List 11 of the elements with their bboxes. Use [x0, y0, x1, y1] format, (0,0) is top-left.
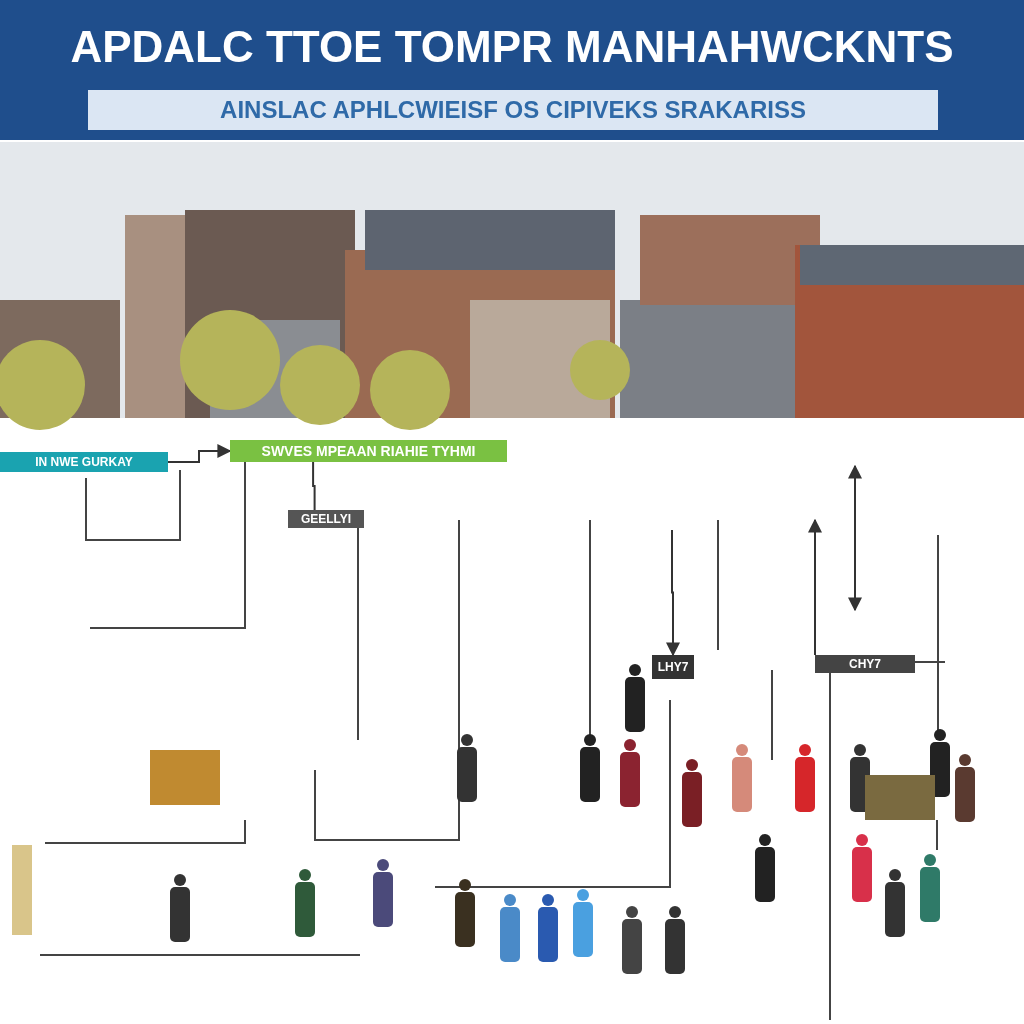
label-box: SWVES MPEAAN RIAHIE TYHMI — [230, 440, 507, 462]
arrow — [666, 529, 680, 657]
arrow — [808, 518, 822, 656]
connector-line — [312, 461, 316, 511]
arrow — [167, 444, 232, 463]
label-box: LHY7 — [652, 655, 694, 679]
label-box: CHY7 — [815, 655, 915, 673]
subtitle: AINSLAC APHLCWIEISF OS CIPIVEKS SRAKARISS — [88, 90, 938, 130]
label-box: GEELLYI — [288, 510, 364, 528]
label-box: IN NWE GURKAY — [0, 452, 168, 472]
title: APDALC TTOE TOMPR MANHAHWCKNTS — [69, 22, 955, 72]
